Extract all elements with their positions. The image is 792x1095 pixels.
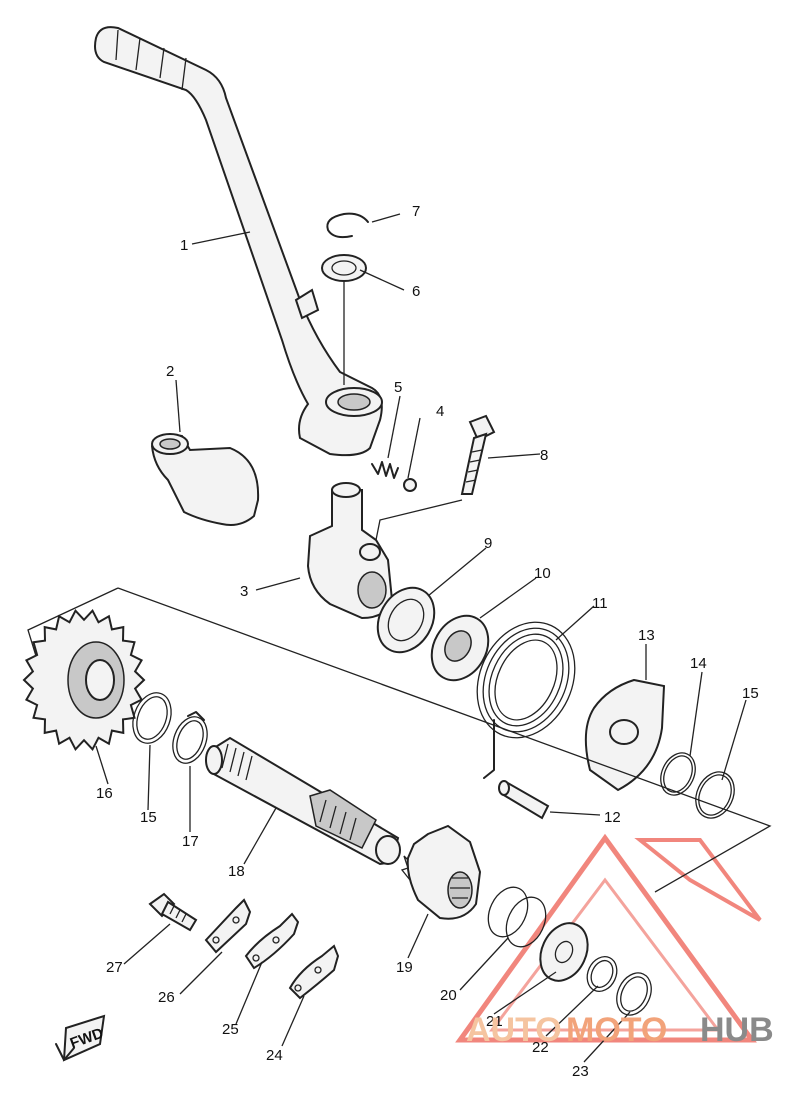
- washer-6: [321, 254, 367, 282]
- watermark-hub: HUB: [700, 1011, 774, 1049]
- assembly-line-8: [375, 499, 463, 541]
- callout-8: 8: [540, 447, 548, 464]
- callout-25: 25: [222, 1021, 239, 1038]
- watermark-auto: AUTO: [466, 1011, 562, 1049]
- callout-3: 3: [240, 583, 248, 600]
- callout-2: 2: [166, 363, 174, 380]
- washer-23: [616, 972, 652, 1016]
- watermark-text: AUTO MOTO HUB: [466, 1011, 774, 1049]
- callout-17: 17: [182, 833, 199, 850]
- guide-plate-25: [244, 912, 300, 970]
- pinch-bolt: [460, 414, 496, 495]
- callout-27: 27: [106, 959, 123, 976]
- callout-12: 12: [604, 809, 621, 826]
- washer-21: [539, 922, 589, 982]
- washer-15-right: [695, 771, 735, 819]
- shaft-axis-guides: [27, 587, 772, 893]
- ratchet-clip-20: [487, 886, 547, 948]
- kick-shaft-boss: [306, 482, 394, 620]
- fwd-direction-marker: FWD: [55, 1014, 106, 1062]
- callout-16: 16: [96, 785, 113, 802]
- watermark-logo-triangle: [455, 833, 762, 1043]
- washer-15-left: [132, 692, 172, 744]
- stopper-plate-13: [584, 678, 666, 792]
- circlip-7: [326, 212, 369, 239]
- callout-9: 9: [484, 535, 492, 552]
- callout-7: 7: [412, 203, 420, 220]
- steel-ball: [403, 478, 417, 492]
- guide-plate-26: [204, 898, 252, 954]
- leader-lines: [95, 213, 747, 1063]
- kick-axle-18: [205, 736, 401, 866]
- callout-1: 1: [180, 237, 188, 254]
- kick-lever: [94, 26, 383, 457]
- ratchet-wheel-19: [400, 824, 482, 920]
- circlip-14: [660, 752, 696, 796]
- callout-15-left: 15: [140, 809, 157, 826]
- bolt-27: [148, 892, 198, 932]
- callout-23: 23: [572, 1063, 589, 1080]
- callout-21: 21: [486, 1013, 503, 1030]
- kick-boot: [150, 433, 260, 526]
- guide-plate-24: [288, 944, 340, 1000]
- circlip-17: [172, 711, 208, 764]
- spring-guide-10: [430, 614, 490, 682]
- circlip-22: [586, 955, 618, 993]
- callout-26: 26: [158, 989, 175, 1006]
- callout-15-right: 15: [742, 685, 759, 702]
- kick-gear-16: [22, 608, 146, 752]
- callout-20: 20: [440, 987, 457, 1004]
- callout-14: 14: [690, 655, 707, 672]
- oil-seal-9: [376, 586, 436, 654]
- callout-10: 10: [534, 565, 551, 582]
- callout-6: 6: [412, 283, 420, 300]
- spring-pin-12: [498, 780, 550, 820]
- detent-spring: [371, 461, 399, 479]
- callout-11: 11: [592, 595, 608, 612]
- callout-18: 18: [228, 863, 245, 880]
- callout-19: 19: [396, 959, 413, 976]
- callout-13: 13: [638, 627, 655, 644]
- watermark-moto: MOTO: [566, 1011, 667, 1049]
- callout-22: 22: [532, 1039, 549, 1056]
- callout-4: 4: [436, 403, 444, 420]
- callout-numbers: 1 2 3 4 5 6 7 8 9 10 11 12 13 14 15 15 1…: [96, 203, 759, 1080]
- callout-24: 24: [266, 1047, 283, 1064]
- callout-5: 5: [394, 379, 402, 396]
